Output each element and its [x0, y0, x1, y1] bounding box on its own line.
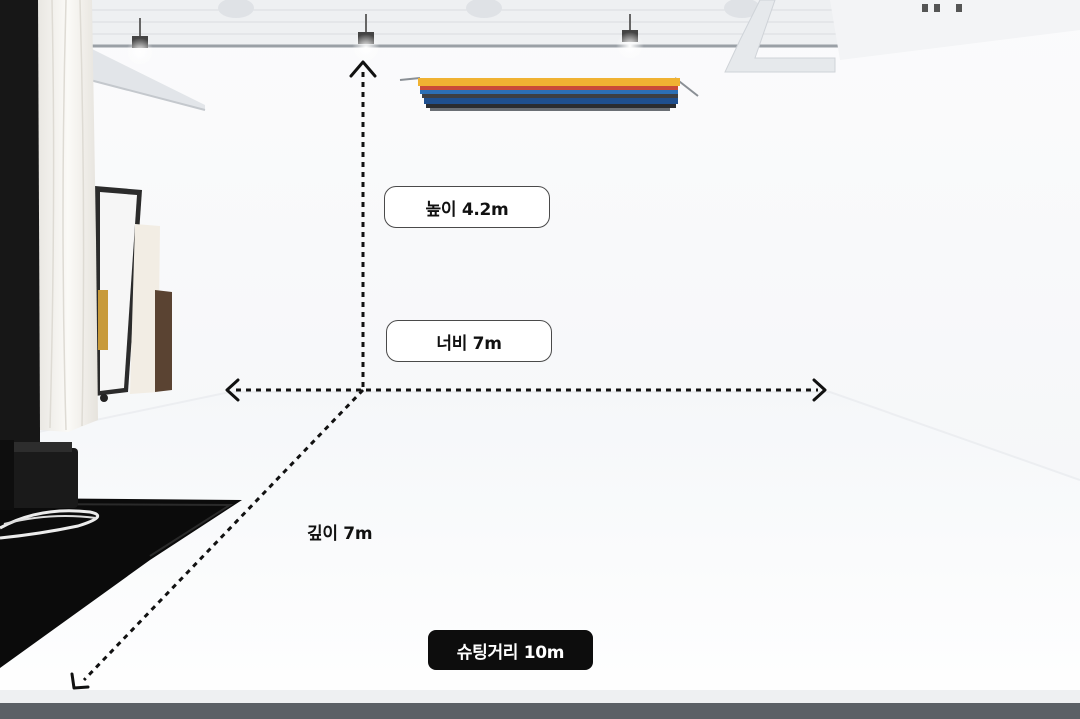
ceiling-light-3 — [616, 14, 644, 60]
cable — [0, 509, 100, 540]
dimension-arrowheads — [70, 60, 827, 690]
depth-arrowhead — [70, 672, 90, 690]
wall-shelf — [90, 48, 205, 110]
width-label: 너비 7m — [386, 320, 552, 362]
shooting-distance-badge: 슈팅거리 10m — [428, 630, 593, 670]
backdrop-paper-rolls — [399, 77, 699, 111]
black-platform — [0, 498, 242, 668]
depth-line — [82, 388, 365, 682]
floor — [0, 392, 1080, 719]
depth-label: 깊이 7m — [307, 524, 373, 544]
width-right-arrowhead — [812, 378, 827, 402]
ceiling-light-1 — [126, 18, 154, 66]
white-curtain — [38, 0, 98, 432]
height-label: 높이 4.2m — [384, 186, 550, 228]
leaning-panels — [95, 186, 172, 402]
bottom-edge — [0, 703, 1080, 719]
ceiling-duct — [724, 0, 836, 73]
ceiling-light-2 — [352, 14, 380, 62]
width-left-arrowhead — [225, 378, 240, 402]
dark-curtain — [0, 0, 40, 460]
height-arrowhead — [349, 60, 377, 78]
equipment-box — [8, 448, 78, 508]
dimension-lines — [82, 72, 818, 682]
